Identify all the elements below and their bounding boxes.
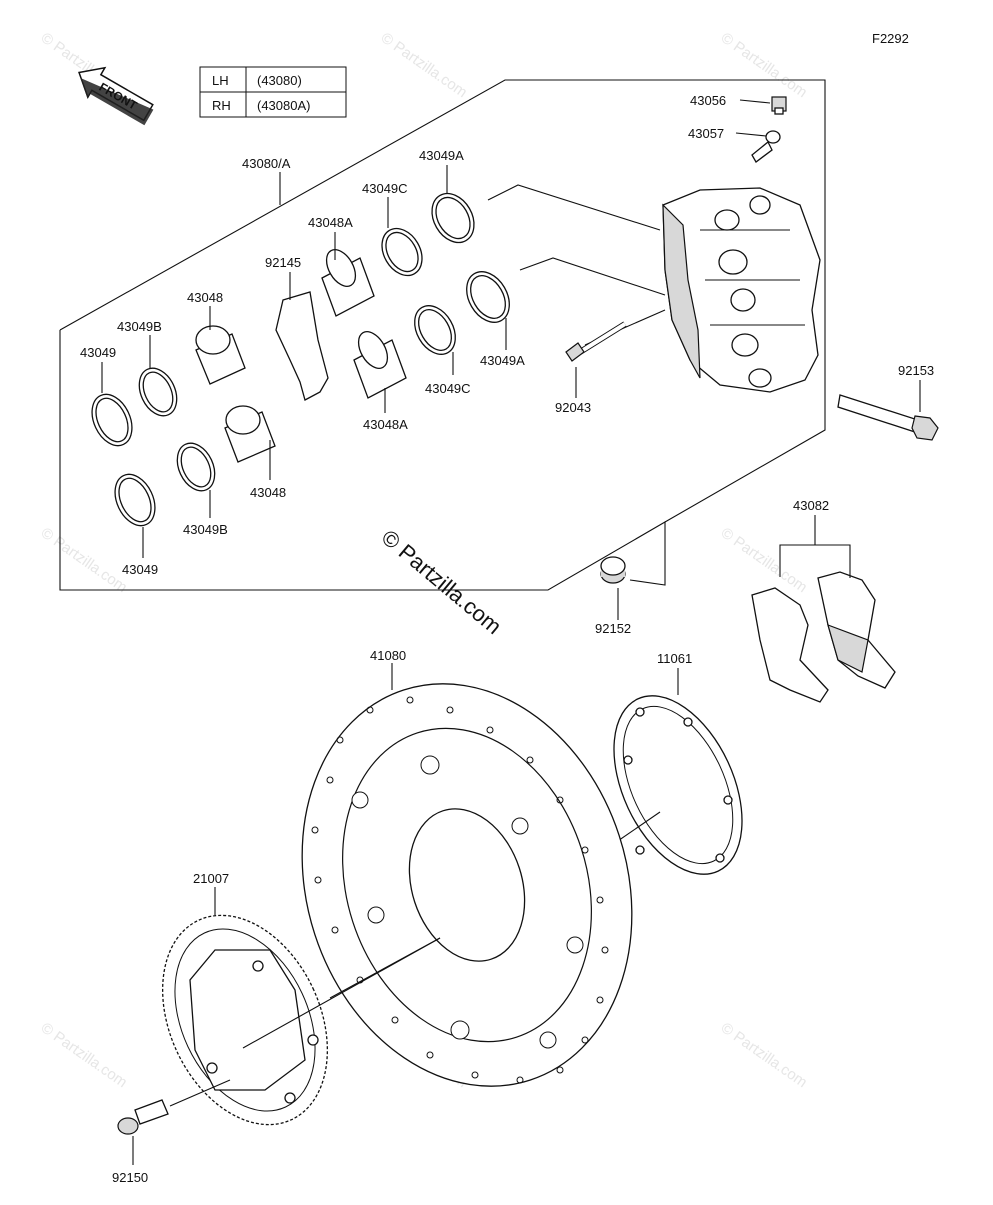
- front-arrow-icon: FRONT: [78, 66, 154, 126]
- part-labels: 43080/A 43049A 43049C 43048A 92145 43048…: [80, 93, 934, 1185]
- gasket: [613, 695, 743, 875]
- watermark: © Partzilla.com: [38, 1019, 131, 1091]
- watermark: © Partzilla.com: [718, 524, 811, 596]
- seal-ring: [114, 473, 156, 527]
- assembly-outline: [59, 330, 666, 591]
- caliper-bolt: [837, 394, 939, 441]
- label-43049: 43049: [122, 562, 158, 577]
- label-43082: 43082: [793, 498, 829, 513]
- variant-table: LH (43080) RH (43080A): [199, 66, 347, 118]
- bleeder-valve: [771, 96, 787, 115]
- seal-ring: [176, 442, 216, 492]
- pad-pin: [565, 321, 627, 362]
- label-92153: 92153: [898, 363, 934, 378]
- figure-code: F2292: [872, 31, 909, 46]
- label-43080: 43080/A: [242, 156, 291, 171]
- watermark: © Partzilla.com: [38, 524, 131, 596]
- label-43048: 43048: [187, 290, 223, 305]
- label-43048A: 43048A: [363, 417, 408, 432]
- abs-rotor: [162, 914, 328, 1126]
- table-side: RH: [212, 98, 231, 113]
- brake-disc: [301, 683, 633, 1087]
- label-43057: 43057: [688, 126, 724, 141]
- label-43048: 43048: [250, 485, 286, 500]
- label-92145: 92145: [265, 255, 301, 270]
- seal-ring: [381, 227, 423, 277]
- label-43049: 43049: [80, 345, 116, 360]
- label-41080: 41080: [370, 648, 406, 663]
- watermark: © Partzilla.com: [718, 29, 811, 101]
- piston: [353, 331, 407, 399]
- seal-ring: [431, 192, 475, 244]
- table-side: LH: [212, 73, 229, 88]
- table-part: (43080A): [257, 98, 310, 113]
- label-92043: 92043: [555, 400, 591, 415]
- label-43048A: 43048A: [308, 215, 353, 230]
- piston: [321, 249, 375, 317]
- label-92150: 92150: [112, 1170, 148, 1185]
- piston: [195, 325, 246, 385]
- seal-ring: [414, 305, 456, 355]
- caliper-body: [662, 187, 821, 393]
- seal-ring: [466, 271, 510, 323]
- label-43049B: 43049B: [183, 522, 228, 537]
- table-part: (43080): [257, 73, 302, 88]
- label-43056: 43056: [690, 93, 726, 108]
- seal-ring: [91, 393, 133, 447]
- label-92152: 92152: [595, 621, 631, 636]
- sleeve: [600, 556, 626, 584]
- rotor-bolt: [117, 1099, 169, 1135]
- watermark: © Partzilla.com: [378, 29, 471, 101]
- label-43049C: 43049C: [362, 181, 408, 196]
- label-21007: 21007: [193, 871, 229, 886]
- seal-ring: [138, 367, 178, 417]
- label-43049A: 43049A: [419, 148, 464, 163]
- label-43049C: 43049C: [425, 381, 471, 396]
- brake-pads: [751, 571, 896, 703]
- label-43049B: 43049B: [117, 319, 162, 334]
- watermark: © Partzilla.com: [718, 1019, 811, 1091]
- bleeder-cap: [751, 130, 781, 163]
- label-43049A: 43049A: [480, 353, 525, 368]
- pad-spring: [275, 291, 329, 401]
- piston: [224, 405, 276, 463]
- label-11061: 11061: [657, 651, 692, 666]
- watermark-main: © Partzilla.com: [377, 525, 507, 639]
